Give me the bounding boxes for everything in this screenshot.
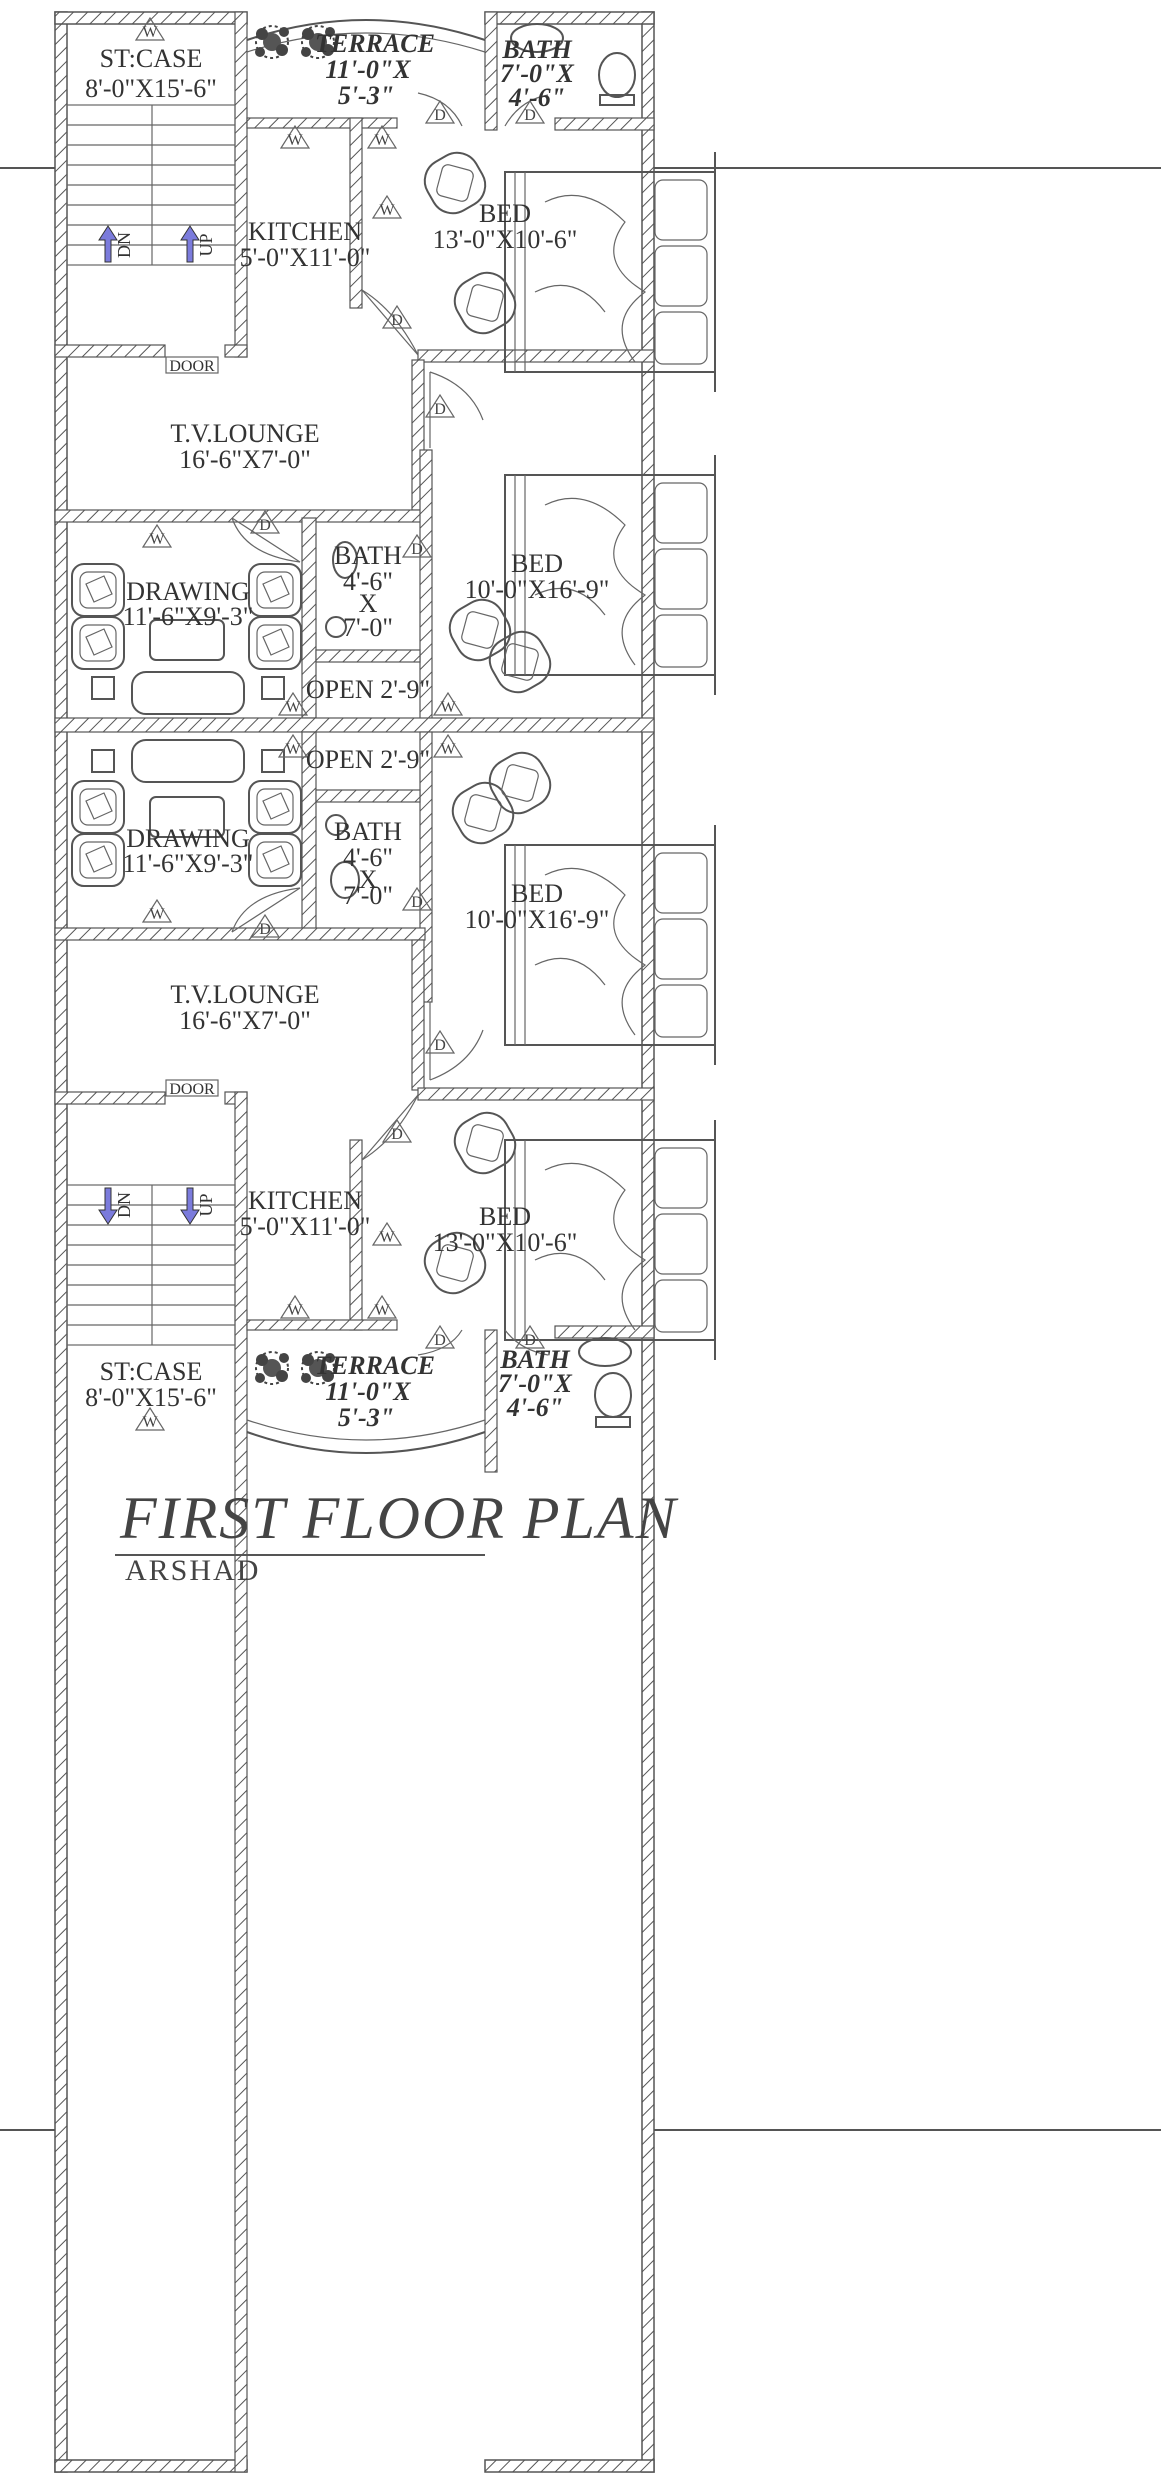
- stair-labels: DN UP DN UP: [114, 232, 216, 1218]
- drawing-title: FIRST FLOOR PLAN: [119, 1485, 679, 1551]
- window-tag-icon: [433, 734, 463, 759]
- room-size-bath-mid-bottom-x: X: [359, 865, 378, 894]
- window-tag-icon: [280, 125, 310, 150]
- window-tag-icon: [367, 125, 397, 150]
- door-signs: DOOR DOOR: [165, 356, 219, 1098]
- room-name-lounge-bottom: T.V.LOUNGE: [170, 980, 319, 1009]
- door-tag-icon: [425, 100, 455, 125]
- room-name-bath-mid-bottom: BATH: [334, 817, 402, 846]
- room-size-terrace-top-b: 5'-3": [338, 81, 394, 110]
- room-size-bed-mid-top: 10'-0"X16'-9": [465, 575, 610, 604]
- room-size-bath-mid-bottom-b: 7'-0": [343, 881, 393, 910]
- room-size-bath-bottom-right-b: 4'-6": [506, 1393, 563, 1422]
- room-name-terrace-bottom: TERRACE: [315, 1351, 435, 1380]
- room-size-stair-top: 8'-0"X15'-6": [85, 74, 217, 103]
- room-name-kitchen-top: KITCHEN: [248, 217, 362, 246]
- tree-icon: [254, 1351, 290, 1385]
- stair-up-label: UP: [196, 1193, 216, 1216]
- door-tag-icon: [382, 305, 412, 330]
- room-name-bath-top-right: BATH: [501, 35, 572, 64]
- room-size-terrace-bottom-b: 5'-3": [338, 1403, 394, 1432]
- room-name-drawing-bottom: DRAWING: [126, 824, 250, 853]
- room-name-kitchen-bottom: KITCHEN: [248, 1186, 362, 1215]
- room-name-stair-top: ST:CASE: [100, 44, 203, 73]
- room-name-open-bottom: OPEN 2'-9": [306, 745, 430, 774]
- stair-arrow-icon: [98, 225, 118, 263]
- room-size-stair-bottom: 8'-0"X15'-6": [85, 1383, 217, 1412]
- room-name-bed-bottom: BED: [479, 1202, 531, 1231]
- room-name-stair-bottom: ST:CASE: [100, 1357, 203, 1386]
- room-name-lounge-top: T.V.LOUNGE: [170, 419, 319, 448]
- stair-up-label: UP: [196, 233, 216, 256]
- stair-arrow-icon: [98, 1187, 118, 1225]
- room-name-drawing-top: DRAWING: [126, 577, 250, 606]
- door-tag-icon: [425, 1325, 455, 1350]
- room-size-bed-top: 13'-0"X10'-6": [433, 225, 578, 254]
- drawing-owner: ARSHAD: [125, 1554, 260, 1587]
- room-size-terrace-top: 11'-0"X: [325, 55, 411, 84]
- door-swings: [231, 92, 549, 1356]
- drawing-furniture: [71, 563, 302, 887]
- exterior-walls: [0, 11, 1161, 2473]
- room-name-bath-mid-top: BATH: [334, 541, 402, 570]
- staircase-bottom: [66, 1184, 236, 1346]
- room-size-terrace-bottom: 11'-0"X: [325, 1377, 411, 1406]
- window-tag-icon: [142, 899, 172, 924]
- room-size-kitchen-top: 5'-0"X11'-0": [240, 243, 371, 272]
- room-size-drawing-top: 11'-6"X9'-3": [123, 602, 254, 631]
- window-tag-icon: [280, 1295, 310, 1320]
- stair-arrow-icon: [180, 1187, 200, 1225]
- room-size-bath-mid-top-x: X: [359, 589, 378, 618]
- room-name-open-top: OPEN 2'-9": [306, 675, 430, 704]
- room-size-bath-mid-bottom: 4'-6": [343, 843, 393, 872]
- door-sign: DOOR: [169, 1081, 215, 1098]
- room-size-bath-bottom-right: 7'-0"X: [498, 1369, 572, 1398]
- room-name-bed-top: BED: [479, 199, 531, 228]
- window-tag-icon: [433, 692, 463, 717]
- room-name-bath-bottom-right: BATH: [499, 1345, 570, 1374]
- stair-down-label: DN: [114, 232, 134, 258]
- stair-down-label: DN: [114, 1192, 134, 1218]
- title-block: FIRST FLOOR PLAN ARSHAD: [115, 1485, 679, 1587]
- room-size-bath-mid-top: 4'-6": [343, 567, 393, 596]
- interior-walls: [54, 11, 655, 2473]
- room-size-bath-top-right-b: 4'-6": [508, 83, 565, 112]
- room-labels: ST:CASE 8'-0"X15'-6" TERRACE 11'-0"X 5'-…: [85, 29, 609, 1432]
- window-tag-icon: [367, 1295, 397, 1320]
- door-sign: DOOR: [169, 358, 215, 375]
- room-name-terrace-top: TERRACE: [315, 29, 435, 58]
- window-tag-icon: [142, 524, 172, 549]
- room-size-bed-mid-bottom: 10'-0"X16'-9": [465, 905, 610, 934]
- room-size-lounge-bottom: 16'-6"X7'-0": [179, 1006, 311, 1035]
- bed-furniture: [504, 151, 716, 1361]
- room-size-bath-top-right: 7'-0"X: [500, 59, 574, 88]
- bath-fixtures: [325, 23, 636, 1428]
- room-name-bed-mid-top: BED: [511, 549, 563, 578]
- room-size-bed-bottom: 13'-0"X10'-6": [433, 1228, 578, 1257]
- staircase-top: [66, 104, 236, 266]
- room-size-kitchen-bottom: 5'-0"X11'-0": [240, 1212, 371, 1241]
- window-tag-icon: [372, 1222, 402, 1247]
- room-size-drawing-bottom: 11'-6"X9'-3": [123, 849, 254, 878]
- room-name-bed-mid-bottom: BED: [511, 879, 563, 908]
- room-size-bath-mid-top-b: 7'-0": [343, 613, 393, 642]
- window-tag-icon: [372, 195, 402, 220]
- room-size-lounge-top: 16'-6"X7'-0": [179, 445, 311, 474]
- stair-arrow-icon: [180, 225, 200, 263]
